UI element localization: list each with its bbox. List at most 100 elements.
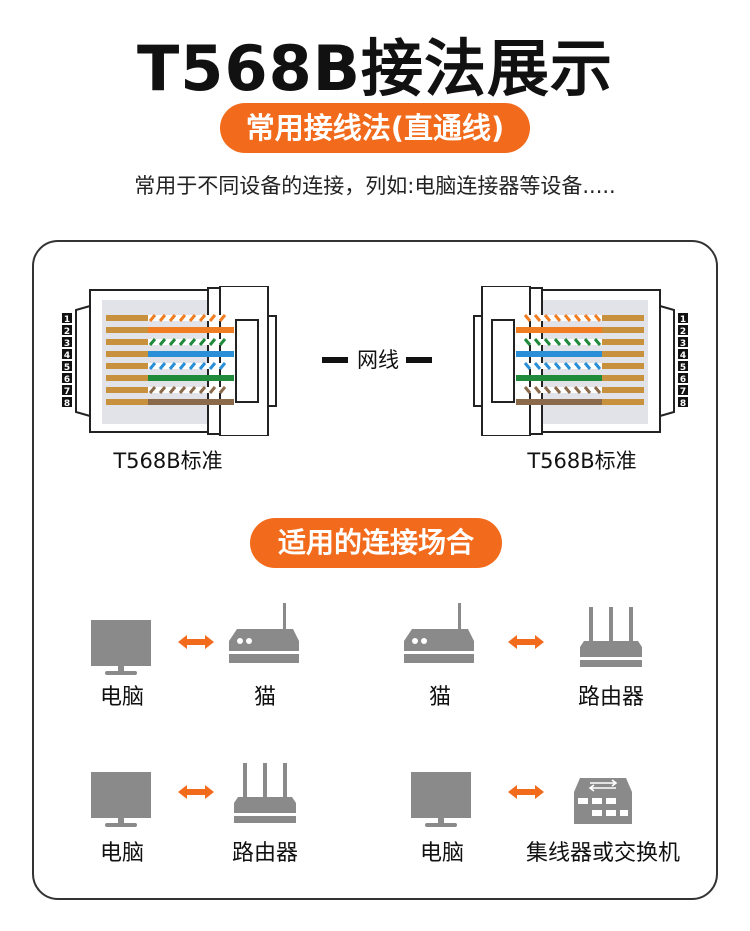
scenarios-badge: 适用的连接场合 (250, 518, 502, 568)
left-connector-body (75, 286, 277, 436)
pin-box (62, 397, 72, 407)
left-standard-label: T568B标准 (113, 449, 223, 473)
wire-stripe (573, 362, 582, 370)
cable-line-right (406, 357, 432, 363)
wire-stripe (158, 386, 167, 394)
wire-stripe (543, 338, 552, 346)
pin-box (62, 313, 72, 323)
wire-stripe (208, 338, 217, 346)
wire-contact (600, 339, 644, 345)
wire-stripe (583, 386, 592, 394)
double-arrow-icon (508, 635, 544, 649)
wire-stripe (563, 314, 572, 322)
wire-stripe (148, 314, 157, 322)
wire-stripe (593, 314, 602, 322)
wire-stripe (178, 338, 187, 346)
wire-stripe (563, 338, 572, 346)
pin-number: 6 (64, 375, 70, 385)
wire-stripe (168, 386, 177, 394)
wire-stripe (178, 386, 187, 394)
wire-stripe (533, 362, 542, 370)
pin-box (678, 397, 688, 407)
wire-stripe (168, 362, 177, 370)
wire-stripe (523, 314, 532, 322)
wire-stripe (148, 386, 157, 394)
pin-box (62, 373, 72, 383)
double-arrow-icon (178, 635, 214, 649)
device-label: 电脑 (99, 685, 144, 710)
pin-box (62, 325, 72, 335)
pin-number: 8 (64, 399, 70, 409)
wire-stripe (178, 362, 187, 370)
pin-number: 7 (680, 387, 686, 397)
pin-number: 7 (64, 387, 70, 397)
wire-contact (600, 351, 644, 357)
wire-contact (106, 387, 150, 393)
pin-number: 5 (680, 363, 686, 373)
wire-stripe (573, 386, 582, 394)
pin-number: 4 (680, 351, 686, 361)
wire-stripe (178, 314, 187, 322)
wire-stripe (218, 314, 227, 322)
right-connector-body (473, 286, 675, 436)
pin-box (678, 325, 688, 335)
modem-icon (229, 603, 299, 663)
pin-number: 6 (680, 375, 686, 385)
right-wire-group (516, 314, 644, 405)
device-label: 猫 (428, 685, 451, 710)
wire-stripe (523, 362, 532, 370)
wire-4 (148, 351, 234, 357)
wire-stripe (208, 362, 217, 370)
wire-8 (148, 399, 234, 405)
wire-8 (516, 399, 602, 405)
wire-stripe (573, 338, 582, 346)
wire-stripe (543, 386, 552, 394)
pin-box (62, 361, 72, 371)
wire-stripe (168, 338, 177, 346)
pin-box (62, 385, 72, 395)
wire-contact (600, 327, 644, 333)
router-icon (580, 607, 642, 667)
wire-contact (600, 375, 644, 381)
wire-stripe (188, 314, 197, 322)
wire-contact (106, 399, 150, 405)
double-arrow-icon (178, 785, 214, 799)
wire-stripe (553, 314, 562, 322)
cable-text: 网线 (357, 348, 399, 372)
wire-2 (148, 327, 234, 333)
device-label: 电脑 (99, 841, 144, 866)
left-wire-group (106, 314, 234, 405)
device-label: 路由器 (577, 685, 644, 710)
wire-stripe (583, 314, 592, 322)
wire-stripe (593, 386, 602, 394)
pin-number: 2 (64, 327, 70, 337)
wire-stripe (158, 338, 167, 346)
wire-stripe (553, 338, 562, 346)
wire-contact (106, 363, 150, 369)
page-subtitle: 常用于不同设备的连接，列如:电脑连接器等设备..... (134, 174, 616, 198)
pin-box (678, 337, 688, 347)
wire-stripe (198, 338, 207, 346)
wire-contact (600, 399, 644, 405)
wire-stripe (188, 362, 197, 370)
switch-icon (573, 778, 633, 825)
double-arrow-icon (508, 785, 544, 799)
wire-contact (106, 315, 150, 321)
monitor-icon (411, 772, 471, 827)
router-icon (234, 763, 296, 823)
wire-stripe (148, 362, 157, 370)
pin-number: 5 (64, 363, 70, 373)
wire-stripe (158, 314, 167, 322)
wire-contact (600, 387, 644, 393)
pin-box (678, 313, 688, 323)
pin-number: 3 (64, 339, 70, 349)
wire-contact (106, 339, 150, 345)
pin-number: 4 (64, 351, 70, 361)
pin-box (678, 349, 688, 359)
cable-line-left (322, 357, 348, 363)
wire-stripe (553, 362, 562, 370)
wire-stripe (593, 338, 602, 346)
